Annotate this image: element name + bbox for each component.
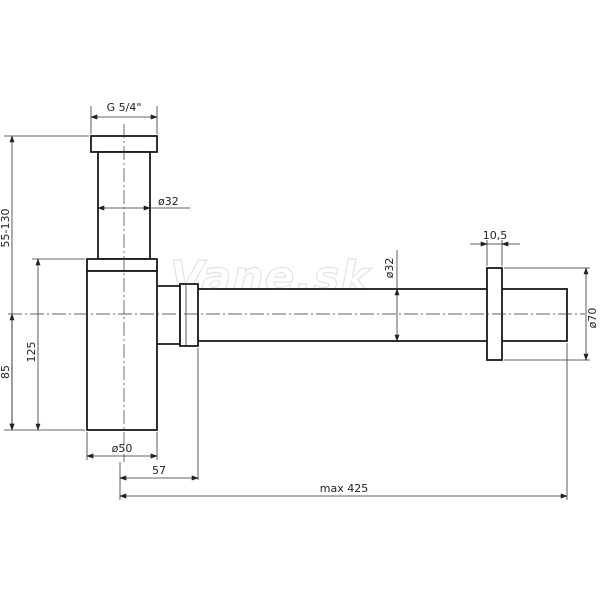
label-tube-diameter-top: ø32 — [158, 195, 179, 208]
label-tube-diameter-horizontal: ø32 — [383, 258, 396, 279]
label-body-diameter: ø50 — [112, 442, 133, 455]
label-thread: G 5/4" — [107, 101, 142, 114]
siphon-body — [86, 270, 158, 431]
collar-ring — [86, 258, 158, 272]
dimension-lines — [9, 114, 589, 499]
label-height-range: 55-130 — [0, 209, 12, 248]
extension-lines — [4, 106, 590, 500]
elbow-nut — [179, 283, 199, 347]
label-flange-thickness: 10,5 — [483, 229, 508, 242]
label-offset: 57 — [152, 464, 166, 477]
label-max-length: max 425 — [320, 482, 368, 495]
label-center-height: 85 — [0, 365, 12, 379]
center-lines — [8, 124, 585, 462]
horizontal-tube — [196, 288, 568, 342]
label-flange-diameter: ø70 — [586, 308, 599, 329]
dimension-labels: G 5/4" ø32 10,5 ø50 57 max 425 55-130 12… — [0, 101, 599, 495]
label-body-height: 125 — [25, 342, 38, 363]
